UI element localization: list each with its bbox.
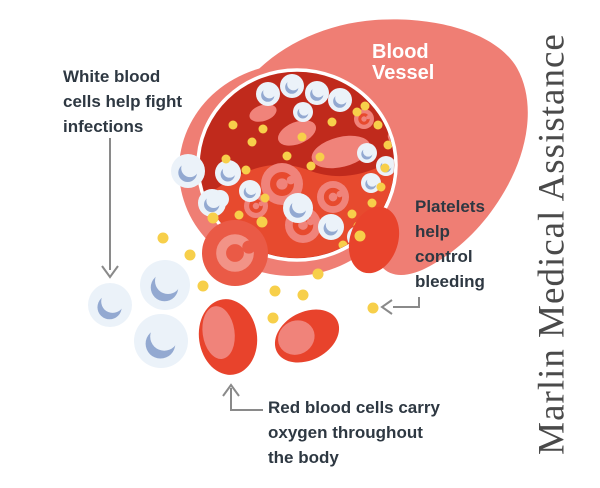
white-blood-cell xyxy=(134,314,188,368)
label-line: Platelets xyxy=(415,197,485,216)
label-line: help xyxy=(415,222,450,241)
red-blood-cell xyxy=(348,206,400,274)
platelet xyxy=(234,210,244,220)
platelet xyxy=(312,268,324,280)
label-line: cells help fight xyxy=(63,92,183,111)
red-blood-cell xyxy=(274,309,340,363)
white-blood-cell xyxy=(140,260,190,310)
white-blood-cell xyxy=(198,189,226,217)
platelet xyxy=(184,249,196,261)
white-blood-cell xyxy=(305,81,329,105)
white-blood-cell xyxy=(239,180,261,202)
white-blood-cell xyxy=(318,214,344,240)
red-cells-arrow xyxy=(222,383,263,411)
label-line: control xyxy=(415,247,473,266)
red-blood-cell xyxy=(202,220,268,286)
white-cells-label: White blood cells help fight infections xyxy=(63,64,182,139)
white-cells-arrow xyxy=(101,138,119,279)
red-blood-cell xyxy=(317,181,349,213)
red-blood-cell xyxy=(278,120,316,146)
red-blood-cell xyxy=(249,104,277,122)
label-line: infections xyxy=(63,117,144,136)
vessel-interior xyxy=(200,74,394,258)
platelet xyxy=(241,165,251,175)
platelet xyxy=(373,120,383,130)
white-blood-cell xyxy=(283,193,313,223)
platelet xyxy=(260,193,270,203)
platelet xyxy=(367,198,377,208)
watermark-text: Marlin Medical Assistance xyxy=(531,33,573,455)
label-line: Red blood cells carry xyxy=(268,398,440,417)
platelet xyxy=(360,101,370,111)
platelet xyxy=(306,161,316,171)
platelet xyxy=(282,151,292,161)
platelet xyxy=(297,289,309,301)
white-blood-cell xyxy=(171,154,205,188)
label-line: White blood xyxy=(63,67,161,86)
connectors xyxy=(101,138,420,411)
platelet xyxy=(376,182,386,192)
white-blood-cell xyxy=(256,82,280,106)
red-cells-label: Red blood cells carry oxygen throughout th… xyxy=(268,395,440,470)
white-blood-cell xyxy=(88,283,132,327)
platelet xyxy=(256,216,268,228)
cells-on-rim xyxy=(171,154,226,217)
label-line: the body xyxy=(268,448,339,467)
label-line: Blood xyxy=(372,41,429,63)
platelet xyxy=(347,209,357,219)
cells-spilling-out xyxy=(198,206,400,375)
platelet xyxy=(207,212,219,224)
platelet xyxy=(247,137,257,147)
platelet xyxy=(269,285,281,297)
platelet xyxy=(157,232,169,244)
platelet xyxy=(327,117,337,127)
platelet xyxy=(221,154,231,164)
cells-outside-vessel xyxy=(88,212,379,368)
platelet xyxy=(354,230,366,242)
platelet xyxy=(197,280,209,292)
white-blood-cell xyxy=(280,74,304,98)
platelet xyxy=(383,140,393,150)
white-blood-cell xyxy=(361,173,381,193)
white-blood-cell xyxy=(215,160,241,186)
white-blood-cell xyxy=(293,102,313,122)
platelet xyxy=(367,302,379,314)
platelet xyxy=(297,132,307,142)
platelet xyxy=(258,124,268,134)
label-line: oxygen throughout xyxy=(268,423,423,442)
platelet xyxy=(380,163,390,173)
cells-inside-vessel xyxy=(211,74,394,250)
white-blood-cell xyxy=(357,143,377,163)
platelet xyxy=(315,152,325,162)
platelets-arrow xyxy=(380,297,420,315)
red-blood-cell xyxy=(198,299,258,375)
red-blood-cell xyxy=(311,135,371,169)
platelet xyxy=(352,107,362,117)
label-line: bleeding xyxy=(415,272,485,291)
white-blood-cell xyxy=(328,88,352,112)
label-line: Vessel xyxy=(372,62,435,84)
platelet xyxy=(267,312,279,324)
platelets-label: Platelets help control bleeding xyxy=(415,194,485,294)
platelet xyxy=(228,120,238,130)
